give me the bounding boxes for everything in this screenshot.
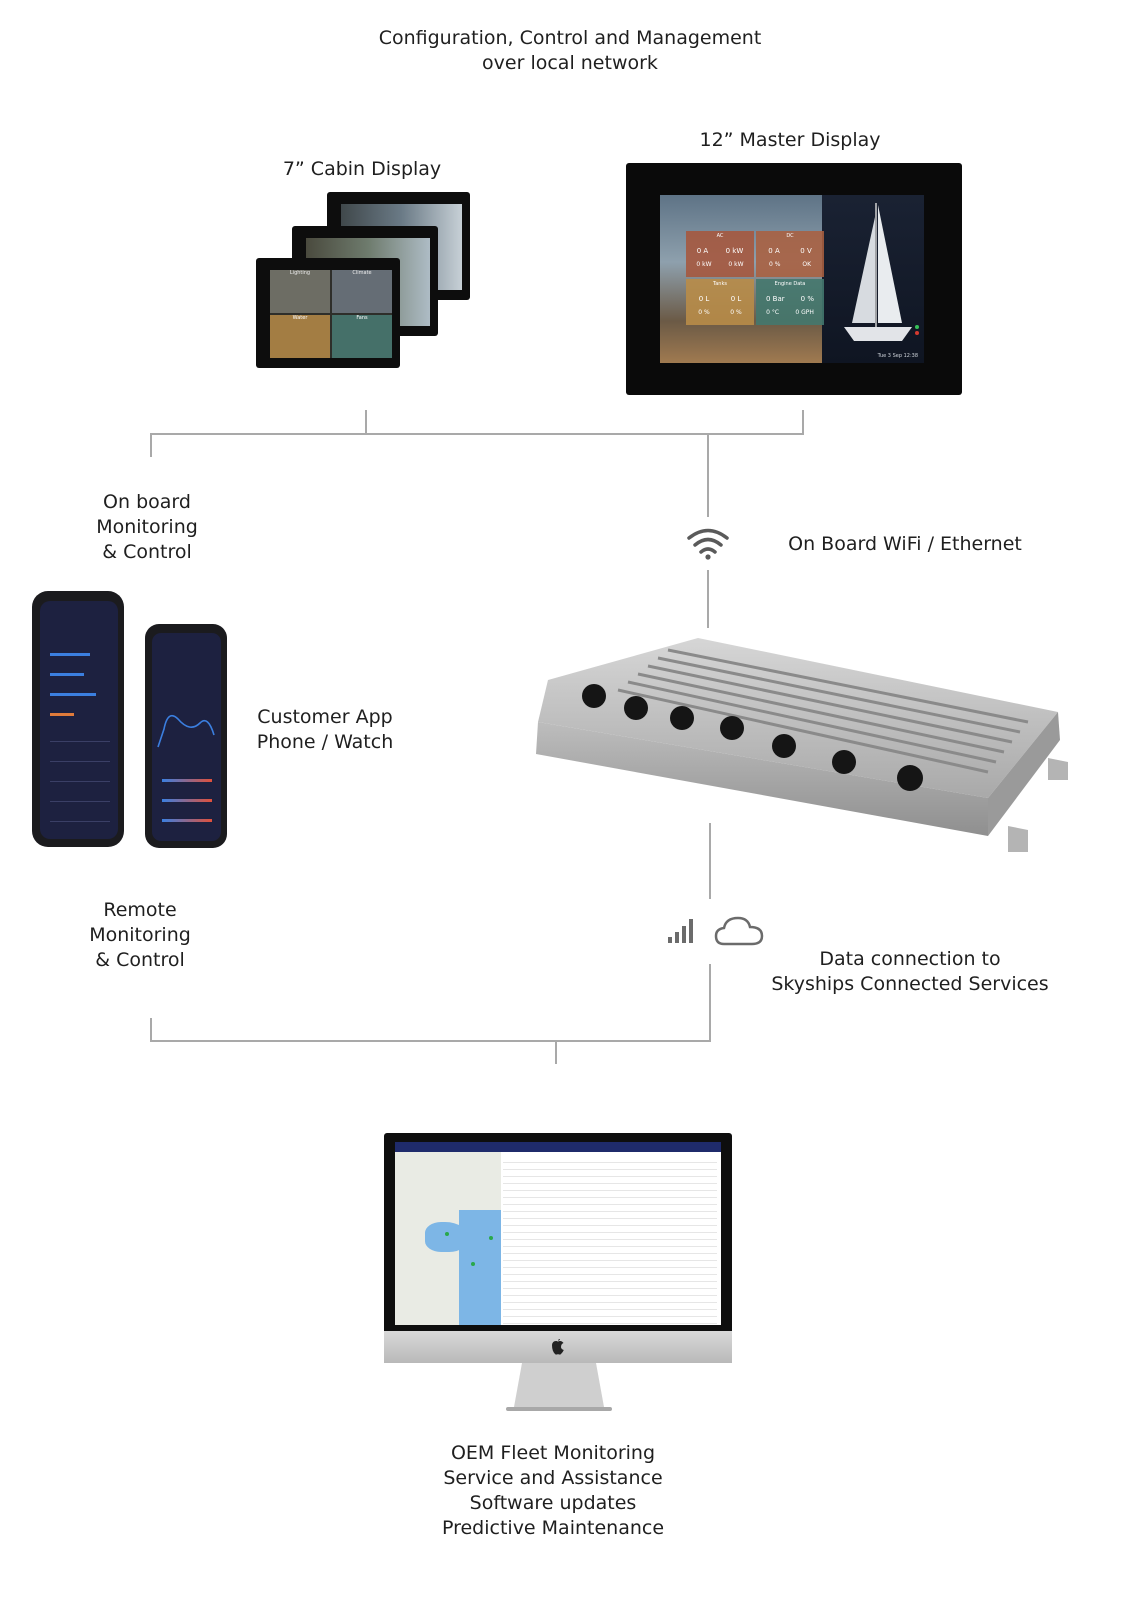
imac-monitor	[384, 1133, 732, 1363]
sailboat-icon	[844, 203, 919, 341]
wifi-icon	[687, 528, 729, 560]
master-status-text: Tue 3 Sep 12:38	[877, 353, 918, 359]
phone-large	[32, 591, 124, 847]
connector-oem-down	[555, 1040, 557, 1064]
imac-screen	[395, 1142, 721, 1325]
master-display-label: 12” Master Display	[699, 129, 881, 151]
cabin-display-label: 7” Cabin Display	[282, 158, 442, 180]
imac-stand-icon	[506, 1363, 612, 1411]
cabin-display-stack: Lighting Climate Water Fans	[256, 192, 472, 368]
connector-master-down	[802, 410, 804, 434]
cabin-display-screen: Lighting Climate Water Fans	[270, 270, 392, 358]
cabin-tile-climate: Climate	[332, 270, 392, 313]
top-caption-line-1: Configuration, Control and Management	[378, 27, 762, 49]
hub-device-icon	[536, 638, 1068, 852]
remote-label: Remote Monitoring & Control	[89, 899, 191, 971]
portal-table	[503, 1156, 717, 1325]
connector-wifi-top	[707, 433, 709, 517]
cloud-icon	[714, 916, 764, 946]
cabin-tile-fans: Fans	[332, 315, 392, 358]
phone-large-screen	[40, 601, 118, 839]
cabin-display-front: Lighting Climate Water Fans	[256, 258, 400, 368]
signal-bars-icon	[668, 919, 693, 943]
phone-small	[145, 624, 227, 848]
cabin-tile-water: Water	[270, 315, 330, 358]
connector-hub-down	[709, 823, 711, 899]
customer-app-label: Customer App Phone / Watch	[256, 706, 394, 753]
imac-bezel	[384, 1133, 732, 1331]
wifi-label: On Board WiFi / Ethernet	[788, 533, 1022, 555]
imac-chin	[384, 1331, 732, 1363]
connector-top-horizontal	[150, 433, 804, 435]
portal-map	[395, 1152, 501, 1325]
onboard-label: On board Monitoring & Control	[96, 491, 198, 563]
data-connection-label: Data connection to Skyships Connected Se…	[771, 948, 1049, 995]
phone-small-screen	[152, 633, 221, 841]
oem-label: OEM Fleet Monitoring Service and Assista…	[441, 1442, 665, 1539]
connector-cloud-down	[709, 964, 711, 1042]
top-caption: Configuration, Control and Management ov…	[370, 26, 770, 76]
apple-logo-icon	[552, 1339, 564, 1355]
top-caption-line-2: over local network	[482, 52, 658, 74]
app-graph-icon	[157, 714, 215, 748]
connector-remote-down	[150, 1018, 152, 1042]
connector-cabin-down	[365, 410, 367, 434]
connector-wifi-bottom	[707, 570, 709, 628]
connector-onboard-down	[150, 433, 152, 457]
cabin-tile-lighting: Lighting	[270, 270, 330, 313]
connector-bottom-horizontal	[150, 1040, 711, 1042]
portal-header	[395, 1142, 721, 1152]
